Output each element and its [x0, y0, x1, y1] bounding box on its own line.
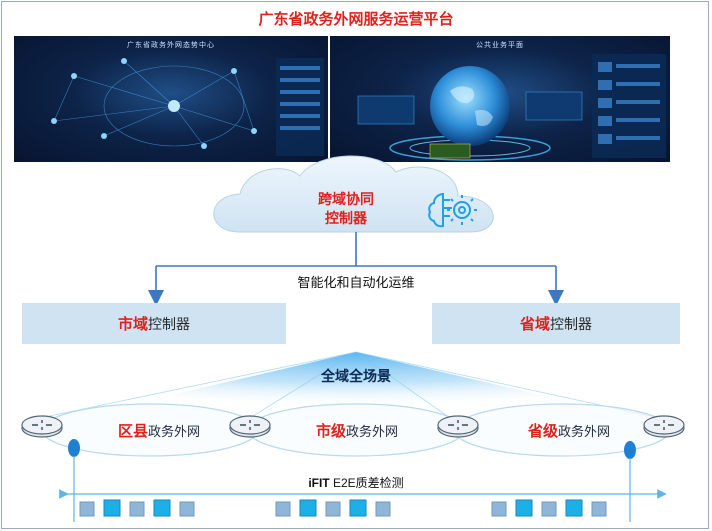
situation-center-caption: 广东省政务外网态势中心 — [127, 42, 215, 49]
ifit-detection-label: iFIT E2E质差检测 — [0, 474, 712, 491]
cloud-label-line1: 跨域协同 — [318, 191, 374, 207]
cross-domain-controller-label: 跨域协同 控制器 — [296, 190, 396, 228]
public-business-plane-caption: 公共业务平面 — [476, 42, 524, 49]
ifit-bold-label: iFIT — [308, 476, 330, 490]
province-controller-text: 控制器 — [550, 315, 592, 332]
router-icon — [643, 415, 685, 438]
brain-gear-icon — [428, 193, 477, 228]
ifit-probe-marker — [624, 441, 636, 459]
page-title: 广东省政务外网服务运营平台 — [258, 11, 454, 28]
city-controller-highlight: 市域 — [117, 316, 148, 333]
situation-center-screen: 广东省政务外网态势中心 — [14, 36, 328, 162]
ifit-probe-marker — [68, 439, 80, 457]
county-network-label: 区县政务外网 — [118, 420, 200, 441]
network-topology-graphic — [51, 58, 324, 156]
province-network-text: 政务外网 — [558, 424, 611, 439]
province-controller-box: 省域控制器 — [432, 303, 680, 344]
cloud-label-line2: 控制器 — [325, 210, 367, 226]
packet-squares — [79, 499, 607, 517]
router-icon — [437, 415, 479, 438]
county-network-highlight: 区县 — [118, 423, 149, 440]
city-network-text: 政务外网 — [346, 424, 399, 439]
router-icon — [21, 415, 63, 438]
province-network-label: 省级政务外网 — [528, 420, 610, 441]
city-controller-box: 市域控制器 — [22, 303, 286, 344]
province-network-highlight: 省级 — [528, 423, 559, 440]
ops-automation-label: 智能化和自动化运维 — [297, 275, 415, 290]
controller-cloud — [213, 155, 494, 233]
province-controller-highlight: 省域 — [519, 316, 550, 333]
city-network-label: 市级政务外网 — [316, 420, 398, 441]
city-controller-text: 控制器 — [148, 315, 190, 332]
city-network-highlight: 市级 — [316, 423, 347, 440]
router-icon — [229, 415, 271, 438]
all-domain-scene-label: 全域全场景 — [321, 368, 391, 384]
ifit-text: E2E质差检测 — [329, 476, 404, 490]
county-network-text: 政务外网 — [148, 424, 201, 439]
globe-dashboard-graphic — [357, 54, 666, 161]
public-business-plane-screen: 公共业务平面 — [330, 36, 670, 162]
